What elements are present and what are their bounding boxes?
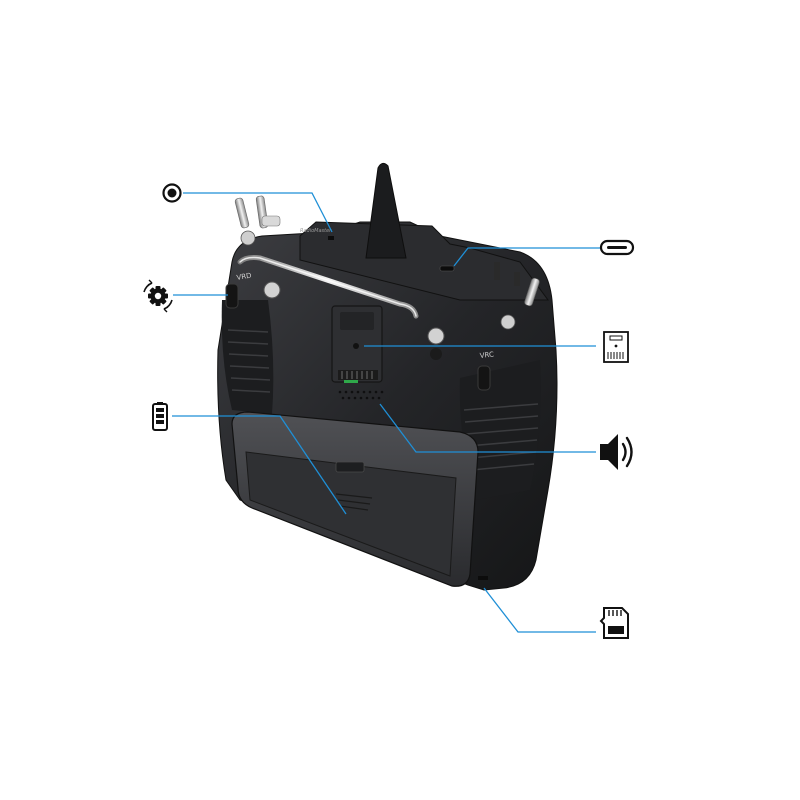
battery-cover-grip bbox=[335, 493, 373, 511]
battery-latch bbox=[335, 461, 365, 473]
module-bay-icon bbox=[603, 331, 629, 363]
battery-cover-inner bbox=[245, 451, 457, 577]
right-grip-ridges bbox=[463, 403, 539, 471]
speaker-grille bbox=[338, 390, 384, 400]
rotate-gear-icon bbox=[143, 279, 173, 313]
usb-c-icon bbox=[599, 239, 635, 256]
callout-line-speaker bbox=[379, 403, 596, 453]
left-grip bbox=[221, 300, 274, 414]
callout-lines bbox=[172, 192, 602, 633]
wheel-right-label: VRC bbox=[479, 351, 494, 360]
callout-line-trainer bbox=[183, 192, 333, 233]
callout-line-battery bbox=[172, 415, 347, 515]
transmitter: VRD VRC RadioMaster bbox=[217, 162, 558, 591]
callout-line-usb bbox=[453, 247, 602, 267]
sd-card-icon bbox=[599, 607, 629, 639]
wheel-left-label: VRD bbox=[236, 271, 252, 281]
left-scroll-wheel bbox=[225, 283, 239, 309]
usb-c-port-hole bbox=[439, 265, 455, 272]
top-switches bbox=[234, 195, 540, 330]
record-dot-icon bbox=[162, 183, 182, 203]
battery-icon bbox=[152, 402, 168, 431]
left-knob bbox=[263, 281, 281, 299]
antenna bbox=[365, 162, 407, 259]
module-pins bbox=[338, 370, 378, 380]
sd-slot-hole bbox=[478, 576, 488, 580]
left-grip-ridges bbox=[227, 329, 271, 393]
top-panel-text: RadioMaster bbox=[300, 228, 332, 234]
right-scroll-wheel bbox=[477, 365, 491, 391]
callout-line-sd bbox=[483, 587, 596, 633]
speaker-icon bbox=[600, 434, 633, 470]
trainer-port-hole bbox=[328, 236, 334, 240]
right-knob bbox=[427, 327, 445, 345]
